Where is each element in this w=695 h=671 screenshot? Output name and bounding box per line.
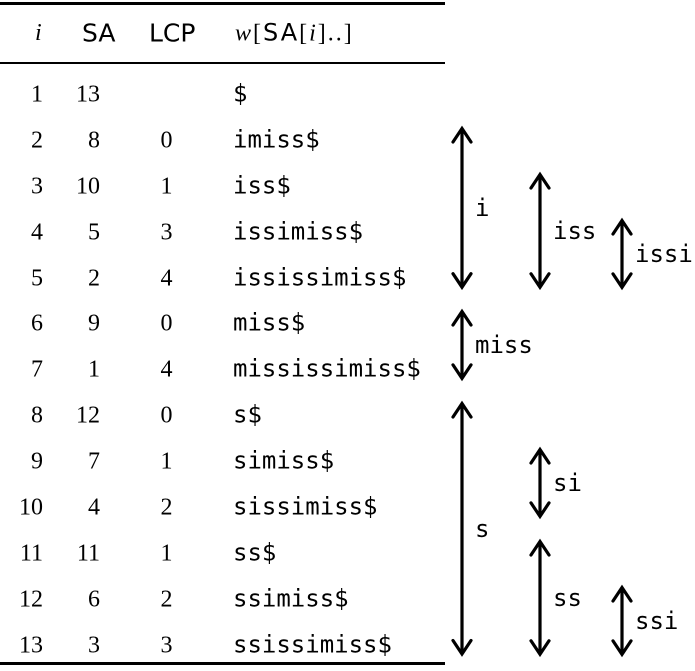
sa-symbol: SA bbox=[263, 18, 300, 47]
table-header-rule bbox=[0, 62, 445, 64]
interval-label-iss: iss bbox=[553, 216, 597, 245]
table-row: 2 8 0 imiss$ bbox=[0, 127, 445, 152]
cell-sa: 1 bbox=[88, 356, 100, 383]
cell-i: 10 bbox=[19, 494, 43, 521]
table-row: 4 5 3 issimiss$ bbox=[0, 219, 445, 244]
updown-arrow-ssi bbox=[611, 584, 633, 658]
open-bracket: [ bbox=[253, 20, 264, 47]
cell-i: 8 bbox=[31, 402, 43, 429]
cell-sa: 10 bbox=[76, 173, 100, 200]
open-bracket-2: [ bbox=[299, 20, 310, 47]
updown-arrow-i bbox=[451, 125, 473, 290]
cell-suffix: sissimiss$ bbox=[233, 492, 378, 521]
cell-lcp: 0 bbox=[160, 127, 173, 154]
cell-sa: 4 bbox=[88, 494, 100, 521]
table-row: 7 1 4 mississimiss$ bbox=[0, 357, 445, 382]
close-brackets: ]..] bbox=[317, 20, 354, 47]
cell-suffix: iss$ bbox=[233, 171, 291, 200]
cell-lcp: 0 bbox=[160, 402, 173, 429]
cell-lcp: 0 bbox=[160, 310, 173, 337]
cell-sa: 5 bbox=[88, 219, 100, 246]
table-top-rule bbox=[0, 2, 445, 5]
interval-label-si: si bbox=[553, 469, 582, 498]
cell-lcp: 3 bbox=[160, 632, 173, 659]
col-header-i: i bbox=[35, 20, 42, 46]
cell-lcp: 3 bbox=[160, 219, 173, 246]
cell-suffix: simiss$ bbox=[233, 446, 335, 475]
table-row: 10 4 2 sissimiss$ bbox=[0, 495, 445, 520]
interval-label-miss: miss bbox=[475, 331, 533, 360]
updown-arrow-miss bbox=[451, 309, 473, 382]
table-row: 12 6 2 ssimiss$ bbox=[0, 586, 445, 611]
cell-suffix: $ bbox=[233, 79, 248, 108]
table-bottom-rule bbox=[0, 662, 445, 665]
interval-label-issi: issi bbox=[635, 239, 693, 268]
table-row: 6 9 0 miss$ bbox=[0, 311, 445, 336]
updown-arrow-s bbox=[451, 400, 473, 658]
updown-arrow-si bbox=[529, 446, 551, 520]
cell-sa: 3 bbox=[88, 632, 100, 659]
updown-arrow-iss bbox=[529, 171, 551, 290]
cell-i: 11 bbox=[19, 540, 43, 567]
cell-lcp: 1 bbox=[160, 540, 173, 567]
cell-sa: 13 bbox=[76, 81, 100, 108]
table-row: 8 12 0 s$ bbox=[0, 403, 445, 428]
cell-suffix: mississimiss$ bbox=[233, 354, 421, 383]
updown-arrow-ss bbox=[529, 538, 551, 658]
cell-i: 4 bbox=[31, 219, 43, 246]
interval-label-ss: ss bbox=[553, 583, 582, 612]
cell-i: 5 bbox=[31, 265, 43, 292]
cell-suffix: ss$ bbox=[233, 538, 277, 567]
cell-lcp: 1 bbox=[160, 173, 173, 200]
cell-i: 6 bbox=[31, 310, 43, 337]
cell-sa: 11 bbox=[76, 540, 100, 567]
cell-sa: 12 bbox=[76, 402, 100, 429]
interval-label-s: s bbox=[475, 515, 490, 543]
cell-sa: 2 bbox=[88, 265, 100, 292]
cell-i: 1 bbox=[31, 81, 43, 108]
table-row: 3 10 1 iss$ bbox=[0, 173, 445, 198]
col-header-sa: SA bbox=[82, 18, 116, 48]
cell-suffix: miss$ bbox=[233, 308, 306, 337]
cell-suffix: issimiss$ bbox=[233, 217, 364, 246]
table-row: 9 7 1 simiss$ bbox=[0, 449, 445, 474]
w-symbol: w bbox=[235, 20, 254, 47]
cell-sa: 9 bbox=[88, 310, 100, 337]
cell-i: 2 bbox=[31, 127, 43, 154]
cell-sa: 6 bbox=[88, 586, 100, 613]
table-row: 1 13 $ bbox=[0, 81, 445, 106]
cell-suffix: s$ bbox=[233, 400, 262, 429]
cell-lcp: 2 bbox=[160, 494, 173, 521]
cell-suffix: ississimiss$ bbox=[233, 263, 407, 292]
table-row: 13 3 3 ssissimiss$ bbox=[0, 632, 445, 657]
cell-i: 3 bbox=[31, 173, 43, 200]
cell-lcp: 4 bbox=[160, 356, 173, 383]
cell-lcp: 1 bbox=[160, 448, 173, 475]
updown-arrow-issi bbox=[611, 217, 633, 290]
i-symbol: i bbox=[309, 20, 318, 47]
cell-sa: 7 bbox=[88, 448, 100, 475]
col-header-suffix-expr: w[SA[i]..] bbox=[235, 21, 354, 46]
interval-label-ssi: ssi bbox=[635, 606, 679, 635]
cell-suffix: imiss$ bbox=[233, 125, 320, 154]
cell-suffix: ssimiss$ bbox=[233, 584, 349, 613]
cell-lcp: 2 bbox=[160, 586, 173, 613]
cell-sa: 8 bbox=[88, 127, 100, 154]
cell-i: 9 bbox=[31, 448, 43, 475]
col-header-lcp: LCP bbox=[149, 18, 196, 48]
cell-i: 7 bbox=[31, 356, 43, 383]
cell-suffix: ssissimiss$ bbox=[233, 630, 392, 659]
cell-i: 12 bbox=[19, 586, 43, 613]
cell-i: 13 bbox=[19, 632, 43, 659]
cell-lcp: 4 bbox=[160, 265, 173, 292]
table-row: 5 2 4 ississimiss$ bbox=[0, 265, 445, 290]
interval-label-i: i bbox=[475, 193, 490, 222]
